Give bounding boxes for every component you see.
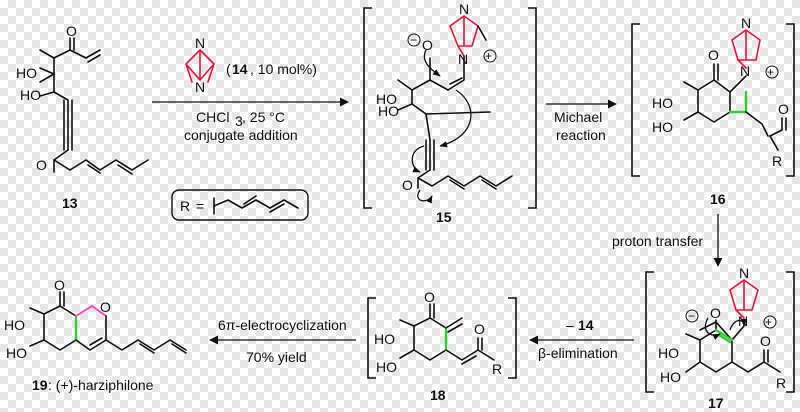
r-group: R <box>776 375 786 391</box>
compound-15: N N + O − HO HO O 15 <box>363 1 537 225</box>
cation-charge: + <box>767 65 774 79</box>
solvent: CHCl <box>196 109 229 125</box>
catalyst-loading: , 10 mol%) <box>250 61 317 77</box>
arrow-2-label-line1: Michael <box>554 109 602 125</box>
oxygen-atom: O <box>66 23 77 39</box>
compound-name-19: : (+)-harziphilone <box>48 377 154 393</box>
oxygen-atom: O <box>424 289 435 305</box>
nitrogen-atom: N <box>195 79 205 95</box>
arrow-5-label-line2: 70% yield <box>246 349 307 365</box>
equals-sign: = <box>196 198 204 214</box>
hydroxyl-group: HO <box>374 331 395 347</box>
reaction-arrow-4: – 14 β-elimination <box>529 317 634 361</box>
arrow-4-label-prefix: – <box>566 317 574 333</box>
reaction-arrow-3: proton transfer <box>612 214 723 267</box>
hydroxyl-group: HO <box>4 317 25 333</box>
solvent-subscript: 3 <box>235 113 243 129</box>
hydroxyl-group: HO <box>20 87 41 103</box>
oxygen-atom: O <box>100 299 111 315</box>
hydroxyl-group: HO <box>376 359 397 375</box>
hydroxyl-group: HO <box>378 103 399 119</box>
hydroxyl-group: HO <box>6 345 27 361</box>
oxygen-atom: O <box>778 101 789 117</box>
compound-13: O HO HO O 13 <box>16 23 149 211</box>
hydroxyl-group: HO <box>376 91 397 107</box>
oxygen-atom: O <box>422 37 433 53</box>
cation-charge: + <box>765 315 772 329</box>
temperature: , 25 °C <box>242 109 285 125</box>
reaction-arrow-2: Michael reaction <box>546 99 617 143</box>
arrow-4-label-number: 14 <box>578 317 594 333</box>
oxygen-atom: O <box>54 277 65 293</box>
arrow-1-label: conjugate addition <box>184 127 298 143</box>
compound-label-17: 17 <box>708 395 724 411</box>
anion-charge: − <box>410 33 417 47</box>
r-group-definition: R = <box>171 189 309 221</box>
hydroxyl-group: HO <box>652 119 673 135</box>
compound-label-15: 15 <box>436 209 452 225</box>
arrow-4-label-line2: β-elimination <box>538 345 618 361</box>
oxygen-atom: O <box>760 333 771 349</box>
hydroxyl-group: HO <box>652 95 673 111</box>
anion-charge: − <box>688 309 695 323</box>
arrow-3-label: proton transfer <box>612 233 703 249</box>
compound-16: N N + O HO HO O R 16 <box>631 15 795 207</box>
hydroxyl-group: HO <box>16 65 37 81</box>
compound-17: N N + O − HO HO O R 17 <box>645 265 795 411</box>
nitrogen-atom: N <box>195 35 205 51</box>
r-group: R <box>492 361 502 377</box>
oxygen-atom: O <box>402 177 413 193</box>
compound-19: O O HO HO 19 : (+)-harziphilone <box>4 277 187 393</box>
hydroxyl-group: HO <box>658 345 679 361</box>
nitrogen-atom: N <box>459 1 469 17</box>
compound-label-13: 13 <box>62 195 78 211</box>
r-symbol: R <box>180 198 190 214</box>
cation-charge: + <box>485 49 492 63</box>
oxygen-atom: O <box>36 157 47 173</box>
catalyst-id: 14 <box>232 61 248 77</box>
nitrogen-atom: N <box>741 15 751 31</box>
oxygen-atom: O <box>474 321 485 337</box>
oxygen-atom: O <box>708 47 719 63</box>
reaction-arrow-1: N N ( 14 , 10 mol%) CHCl 3 , 25 °C conju… <box>152 35 349 143</box>
arrow-5-label-line1: 6π-electrocyclization <box>218 317 347 333</box>
r-group: R <box>772 153 782 169</box>
compound-label-16: 16 <box>710 191 726 207</box>
hydroxyl-group: HO <box>660 369 681 385</box>
reaction-arrow-5: 6π-electrocyclization 70% yield <box>209 317 356 365</box>
catalyst-open-paren: ( <box>226 61 231 77</box>
nitrogen-atom: N <box>740 63 750 79</box>
compound-label-19: 19 <box>32 377 48 393</box>
arrow-2-label-line2: reaction <box>556 127 606 143</box>
compound-18: O HO HO O R 18 <box>367 289 517 403</box>
compound-label-18: 18 <box>430 387 446 403</box>
oxygen-atom: O <box>710 305 721 321</box>
nitrogen-atom: N <box>739 265 749 281</box>
nitrogen-atom: N <box>458 51 468 67</box>
